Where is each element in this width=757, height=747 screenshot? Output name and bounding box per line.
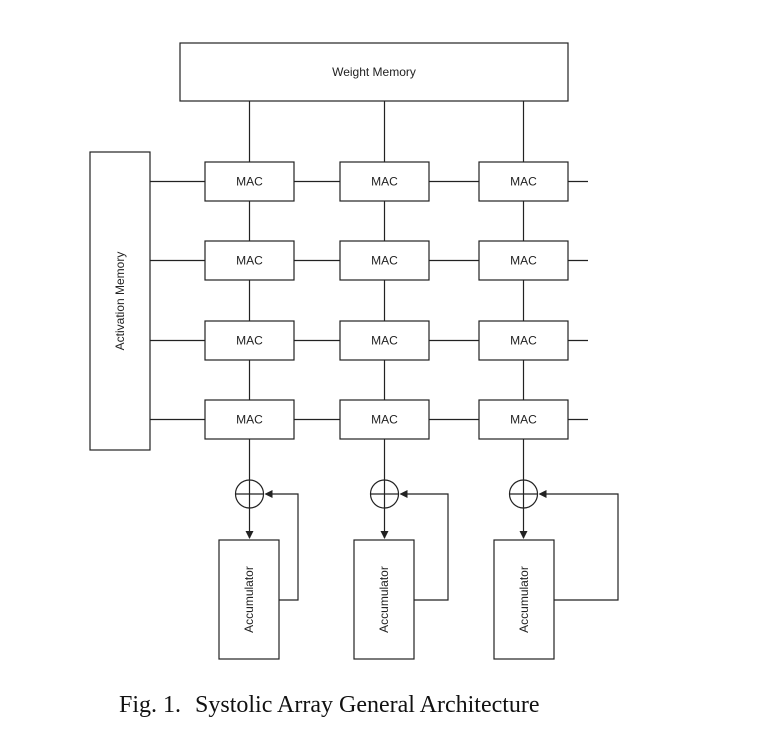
mac-label: MAC xyxy=(371,254,398,268)
mac-grid: MAC MAC MAC MAC MAC MAC MAC MAC MAC MAC MAC MAC xyxy=(204,161,569,440)
accumulator-stage: Accumulator Accumulator Accumulator xyxy=(218,479,619,660)
mac-unit: MAC xyxy=(339,161,430,202)
mac-unit: MAC xyxy=(204,320,295,361)
figure-caption: Fig. 1. Systolic Array General Architectu… xyxy=(0,692,757,719)
mac-box xyxy=(478,399,569,440)
feedback-arrow xyxy=(399,490,449,601)
mac-box xyxy=(204,240,295,281)
accumulator-label: Accumulator xyxy=(242,566,256,633)
accumulator-column: Accumulator xyxy=(218,479,299,660)
mac-box xyxy=(339,161,430,202)
mac-label: MAC xyxy=(236,334,263,348)
mac-box xyxy=(204,161,295,202)
mac-label: MAC xyxy=(371,175,398,189)
mac-label: MAC xyxy=(510,334,537,348)
mac-box xyxy=(339,399,430,440)
mac-unit: MAC xyxy=(339,399,430,440)
accumulator-box xyxy=(218,539,280,660)
mac-label: MAC xyxy=(510,254,537,268)
mac-label: MAC xyxy=(236,175,263,189)
mac-box xyxy=(478,320,569,361)
accumulator-column: Accumulator xyxy=(353,479,449,660)
weight-memory-label: Weight Memory xyxy=(332,65,416,79)
mac-label: MAC xyxy=(236,254,263,268)
activation-memory-label: Activation Memory xyxy=(113,252,127,351)
mac-unit: MAC xyxy=(478,240,569,281)
mac-box xyxy=(204,320,295,361)
mac-box xyxy=(478,161,569,202)
accumulator-label: Accumulator xyxy=(377,566,391,633)
mac-box xyxy=(339,240,430,281)
accumulator-box xyxy=(493,539,555,660)
mac-unit: MAC xyxy=(339,320,430,361)
mac-unit: MAC xyxy=(478,161,569,202)
mac-label: MAC xyxy=(371,334,398,348)
mac-label: MAC xyxy=(371,413,398,427)
mac-label: MAC xyxy=(510,413,537,427)
mac-box xyxy=(204,399,295,440)
mac-box xyxy=(339,320,430,361)
activation-memory-block: Activation Memory xyxy=(89,151,151,451)
mac-unit: MAC xyxy=(339,240,430,281)
caption-text: Systolic Array General Architecture xyxy=(195,692,540,718)
mac-unit: MAC xyxy=(204,399,295,440)
feedback-arrow xyxy=(264,490,299,601)
mac-box xyxy=(478,240,569,281)
accumulator-column: Accumulator xyxy=(493,479,619,660)
mac-unit: MAC xyxy=(204,161,295,202)
interconnect-wires xyxy=(150,101,588,480)
feedback-arrow xyxy=(538,490,619,601)
mac-unit: MAC xyxy=(478,320,569,361)
accumulator-label: Accumulator xyxy=(517,566,531,633)
mac-label: MAC xyxy=(236,413,263,427)
weight-memory-block: Weight Memory xyxy=(179,42,569,102)
mac-label: MAC xyxy=(510,175,537,189)
mac-unit: MAC xyxy=(478,399,569,440)
mac-unit: MAC xyxy=(204,240,295,281)
caption-number: Fig. 1. xyxy=(119,692,182,718)
accumulator-box xyxy=(353,539,415,660)
